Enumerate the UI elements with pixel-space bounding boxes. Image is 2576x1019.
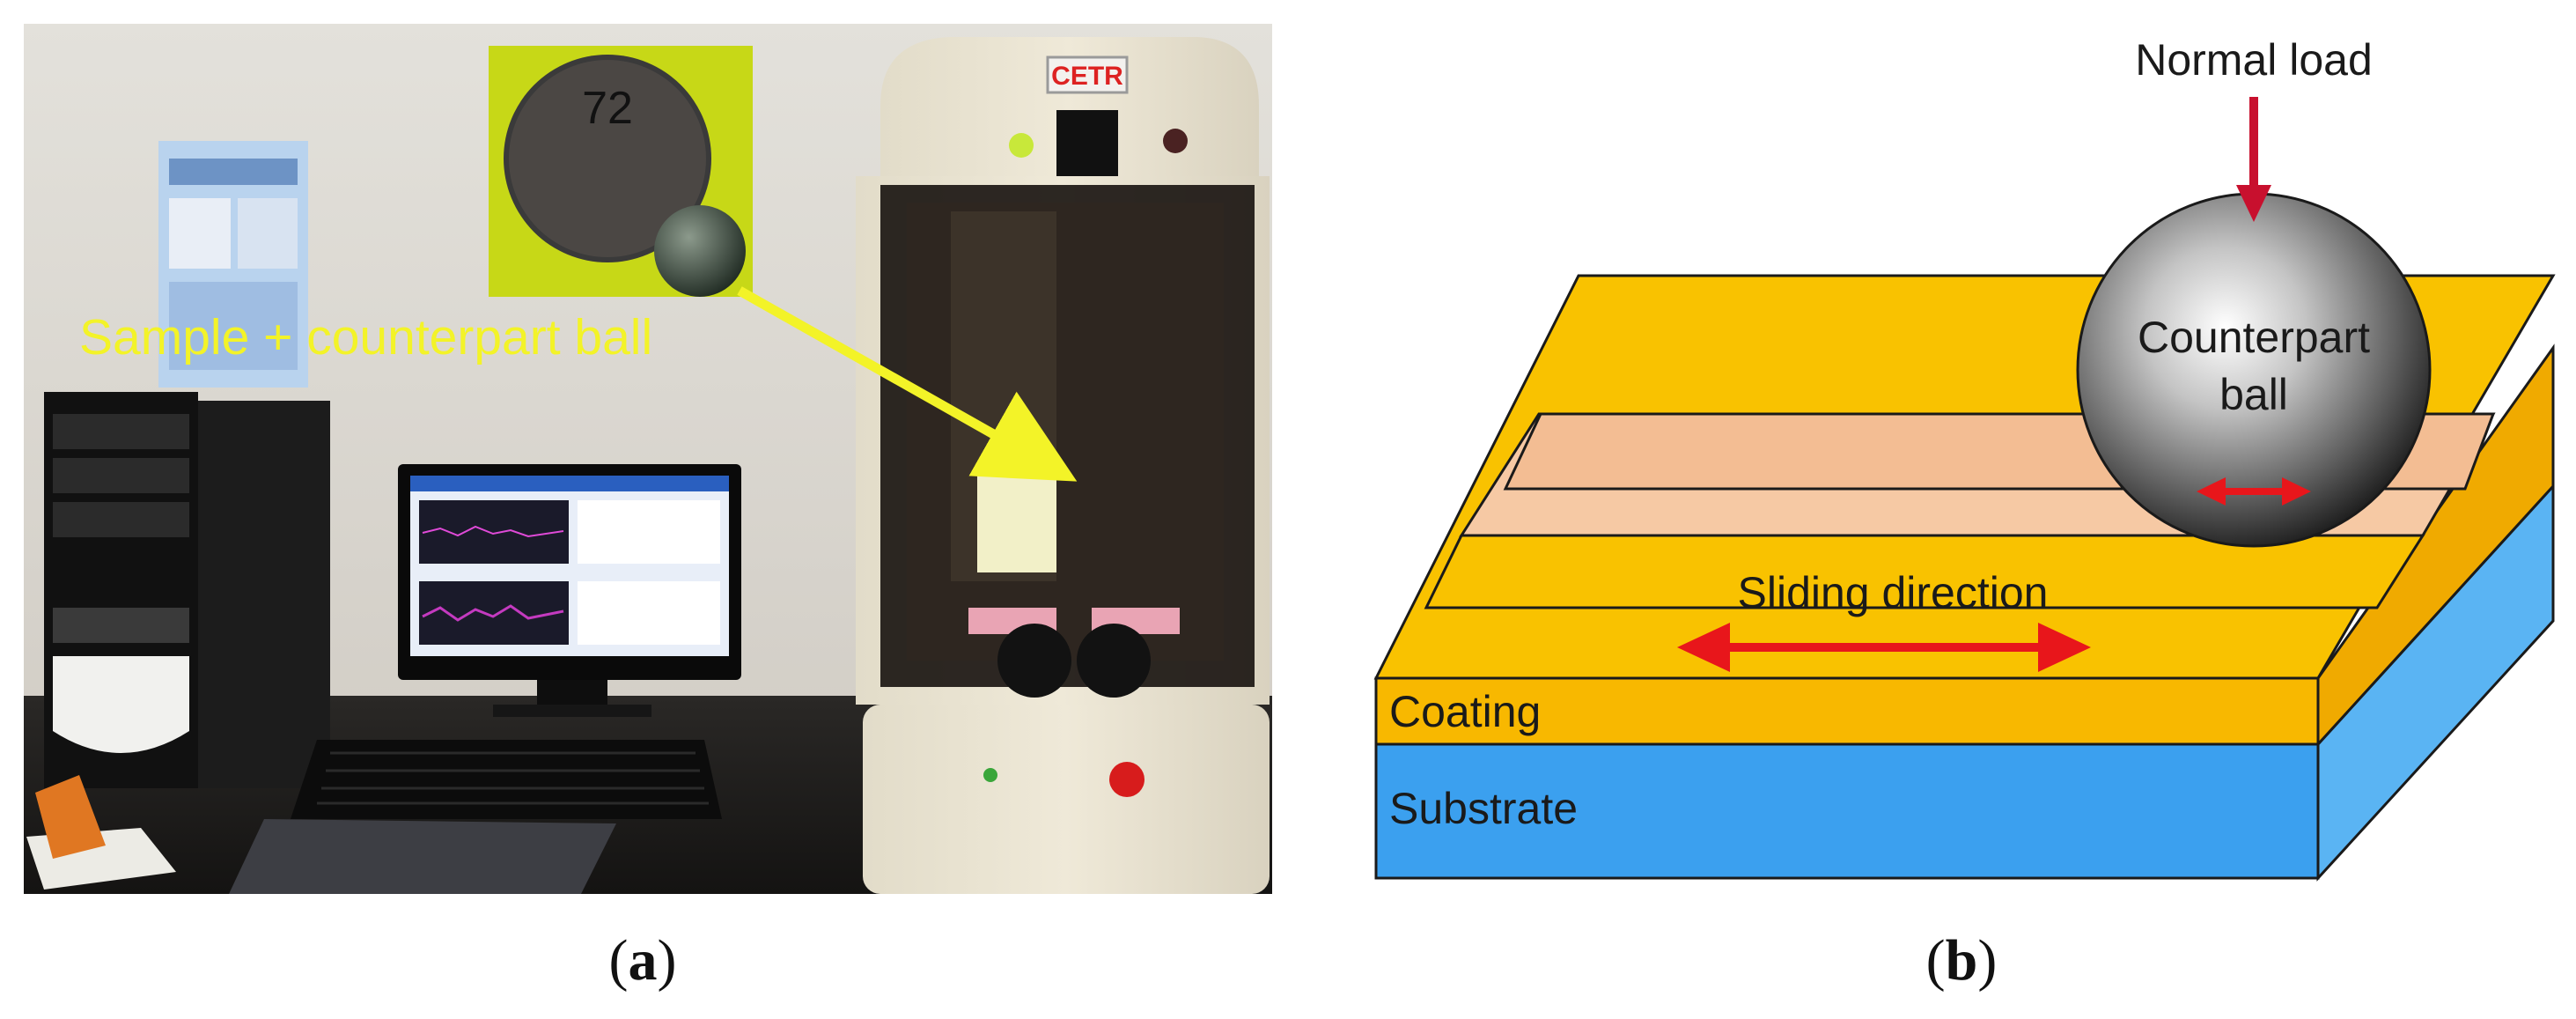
ball-label-line2: ball [2219, 370, 2288, 419]
sliding-direction-label: Sliding direction [1738, 568, 2049, 617]
desk-document [229, 819, 616, 894]
sliding-direction-arrow [1677, 623, 2091, 672]
annotation-label: Sample + counterpart ball [79, 309, 652, 366]
ball-motion-arrow [2197, 477, 2311, 506]
normal-load-label: Normal load [2135, 35, 2373, 85]
coating-front [1374, 676, 2320, 746]
substrate-front [1374, 742, 2320, 880]
ball-label-line1: Counterpart [2138, 313, 2370, 362]
pc-tower [44, 392, 330, 788]
wall-poster [158, 141, 308, 388]
desk-bottle [35, 775, 106, 859]
annotation-arrow [737, 286, 1078, 482]
panel-b-diagram: Normal load Counterpart ball Sliding dir… [1373, 35, 2556, 882]
sample-inset: 72 [489, 46, 753, 297]
caption-a-letter: a [629, 928, 658, 993]
keyboard [291, 740, 722, 819]
sample-number: 72 [582, 83, 633, 134]
instrument-logo: CETR [1051, 62, 1123, 91]
substrate-label: Substrate [1389, 784, 1578, 833]
caption-a-text: (a) [609, 928, 677, 993]
tribometer: CETR [856, 37, 1270, 894]
caption-b: (b) [1926, 928, 1998, 993]
sticky-note [977, 476, 1056, 572]
caption-b-letter: b [1946, 928, 1978, 993]
caption-b-text: (b) [1926, 928, 1998, 993]
monitor [398, 464, 741, 717]
coating-label: Coating [1389, 687, 1541, 736]
caption-a: (a) [609, 928, 677, 993]
panel-a-photo: CETR 72 Sample + counterpart ball [24, 24, 1272, 894]
normal-load-arrow-head [2236, 185, 2271, 222]
coating-front-band [1424, 534, 2425, 609]
